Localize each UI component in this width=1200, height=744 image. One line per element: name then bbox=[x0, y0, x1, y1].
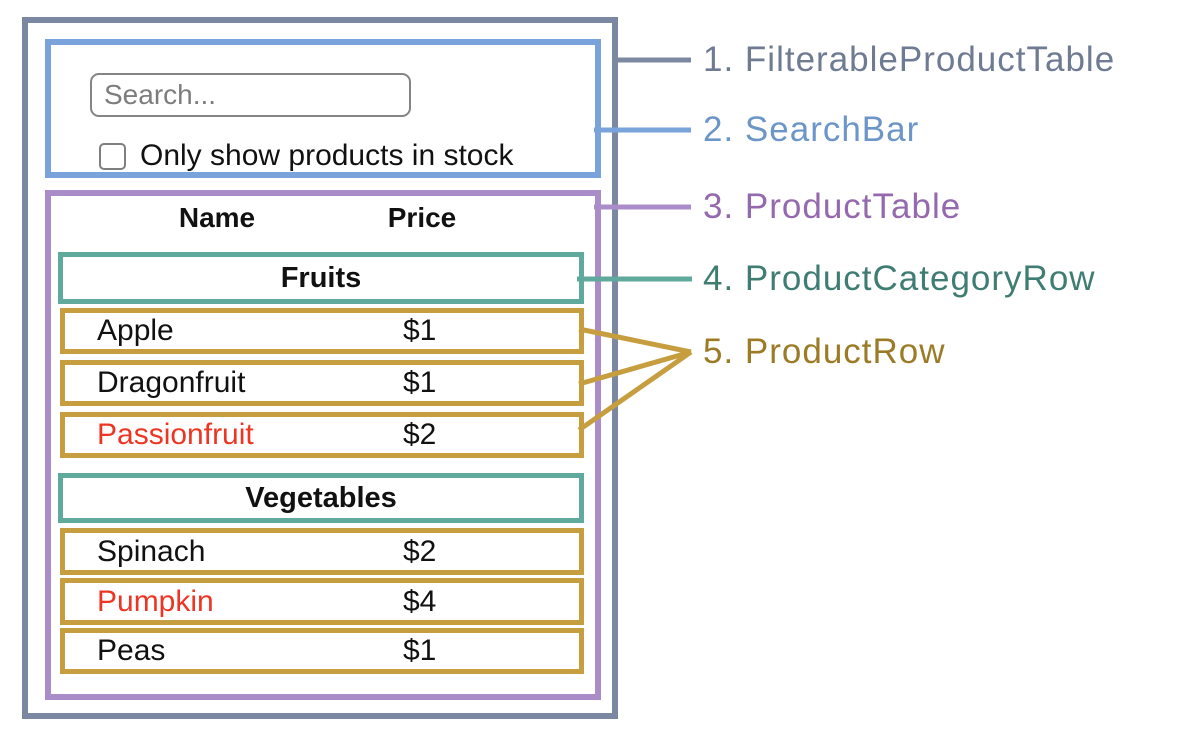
legend-product-row: 5. ProductRow bbox=[703, 332, 946, 371]
product-name: Passionfruit bbox=[97, 418, 254, 451]
search-input[interactable] bbox=[90, 73, 411, 117]
product-price: $4 bbox=[403, 584, 437, 618]
product-category-row: Vegetables bbox=[58, 473, 584, 523]
product-price: $1 bbox=[403, 634, 437, 667]
column-header-name: Name bbox=[178, 202, 256, 233]
category-label: Fruits bbox=[280, 261, 362, 294]
legend-filterable-product-table: 1. FilterableProductTable bbox=[703, 40, 1116, 79]
legend-product-table: 3. ProductTable bbox=[703, 187, 962, 226]
product-category-row: Fruits bbox=[58, 252, 584, 304]
in-stock-checkbox[interactable] bbox=[99, 142, 126, 170]
product-row: Apple $1 bbox=[60, 308, 584, 354]
product-price: $2 bbox=[403, 534, 437, 568]
stock-filter-row: Only show products in stock bbox=[99, 139, 514, 173]
product-row: Spinach $2 bbox=[60, 528, 584, 575]
product-name: Dragonfruit bbox=[97, 366, 246, 399]
in-stock-label: Only show products in stock bbox=[140, 139, 514, 172]
column-header-price: Price bbox=[387, 202, 457, 233]
product-name: Pumpkin bbox=[97, 584, 214, 618]
category-label: Vegetables bbox=[245, 481, 397, 514]
product-name: Spinach bbox=[97, 534, 206, 568]
product-name: Peas bbox=[97, 634, 166, 667]
search-bar-content: Only show products in stock bbox=[51, 45, 595, 172]
product-table-content: Name Price Fruits Apple $1 Dragonfruit $… bbox=[51, 196, 595, 694]
product-row: Pumpkin $4 bbox=[60, 578, 584, 625]
product-row: Peas $1 bbox=[60, 628, 584, 674]
product-row: Passionfruit $2 bbox=[60, 412, 584, 458]
product-row: Dragonfruit $1 bbox=[60, 360, 584, 406]
product-price: $1 bbox=[403, 366, 437, 399]
product-price: $1 bbox=[403, 314, 437, 347]
product-price: $2 bbox=[403, 418, 437, 451]
legend-search-bar: 2. SearchBar bbox=[703, 110, 920, 149]
legend-product-category-row: 4. ProductCategoryRow bbox=[703, 259, 1096, 298]
product-name: Apple bbox=[97, 314, 174, 347]
